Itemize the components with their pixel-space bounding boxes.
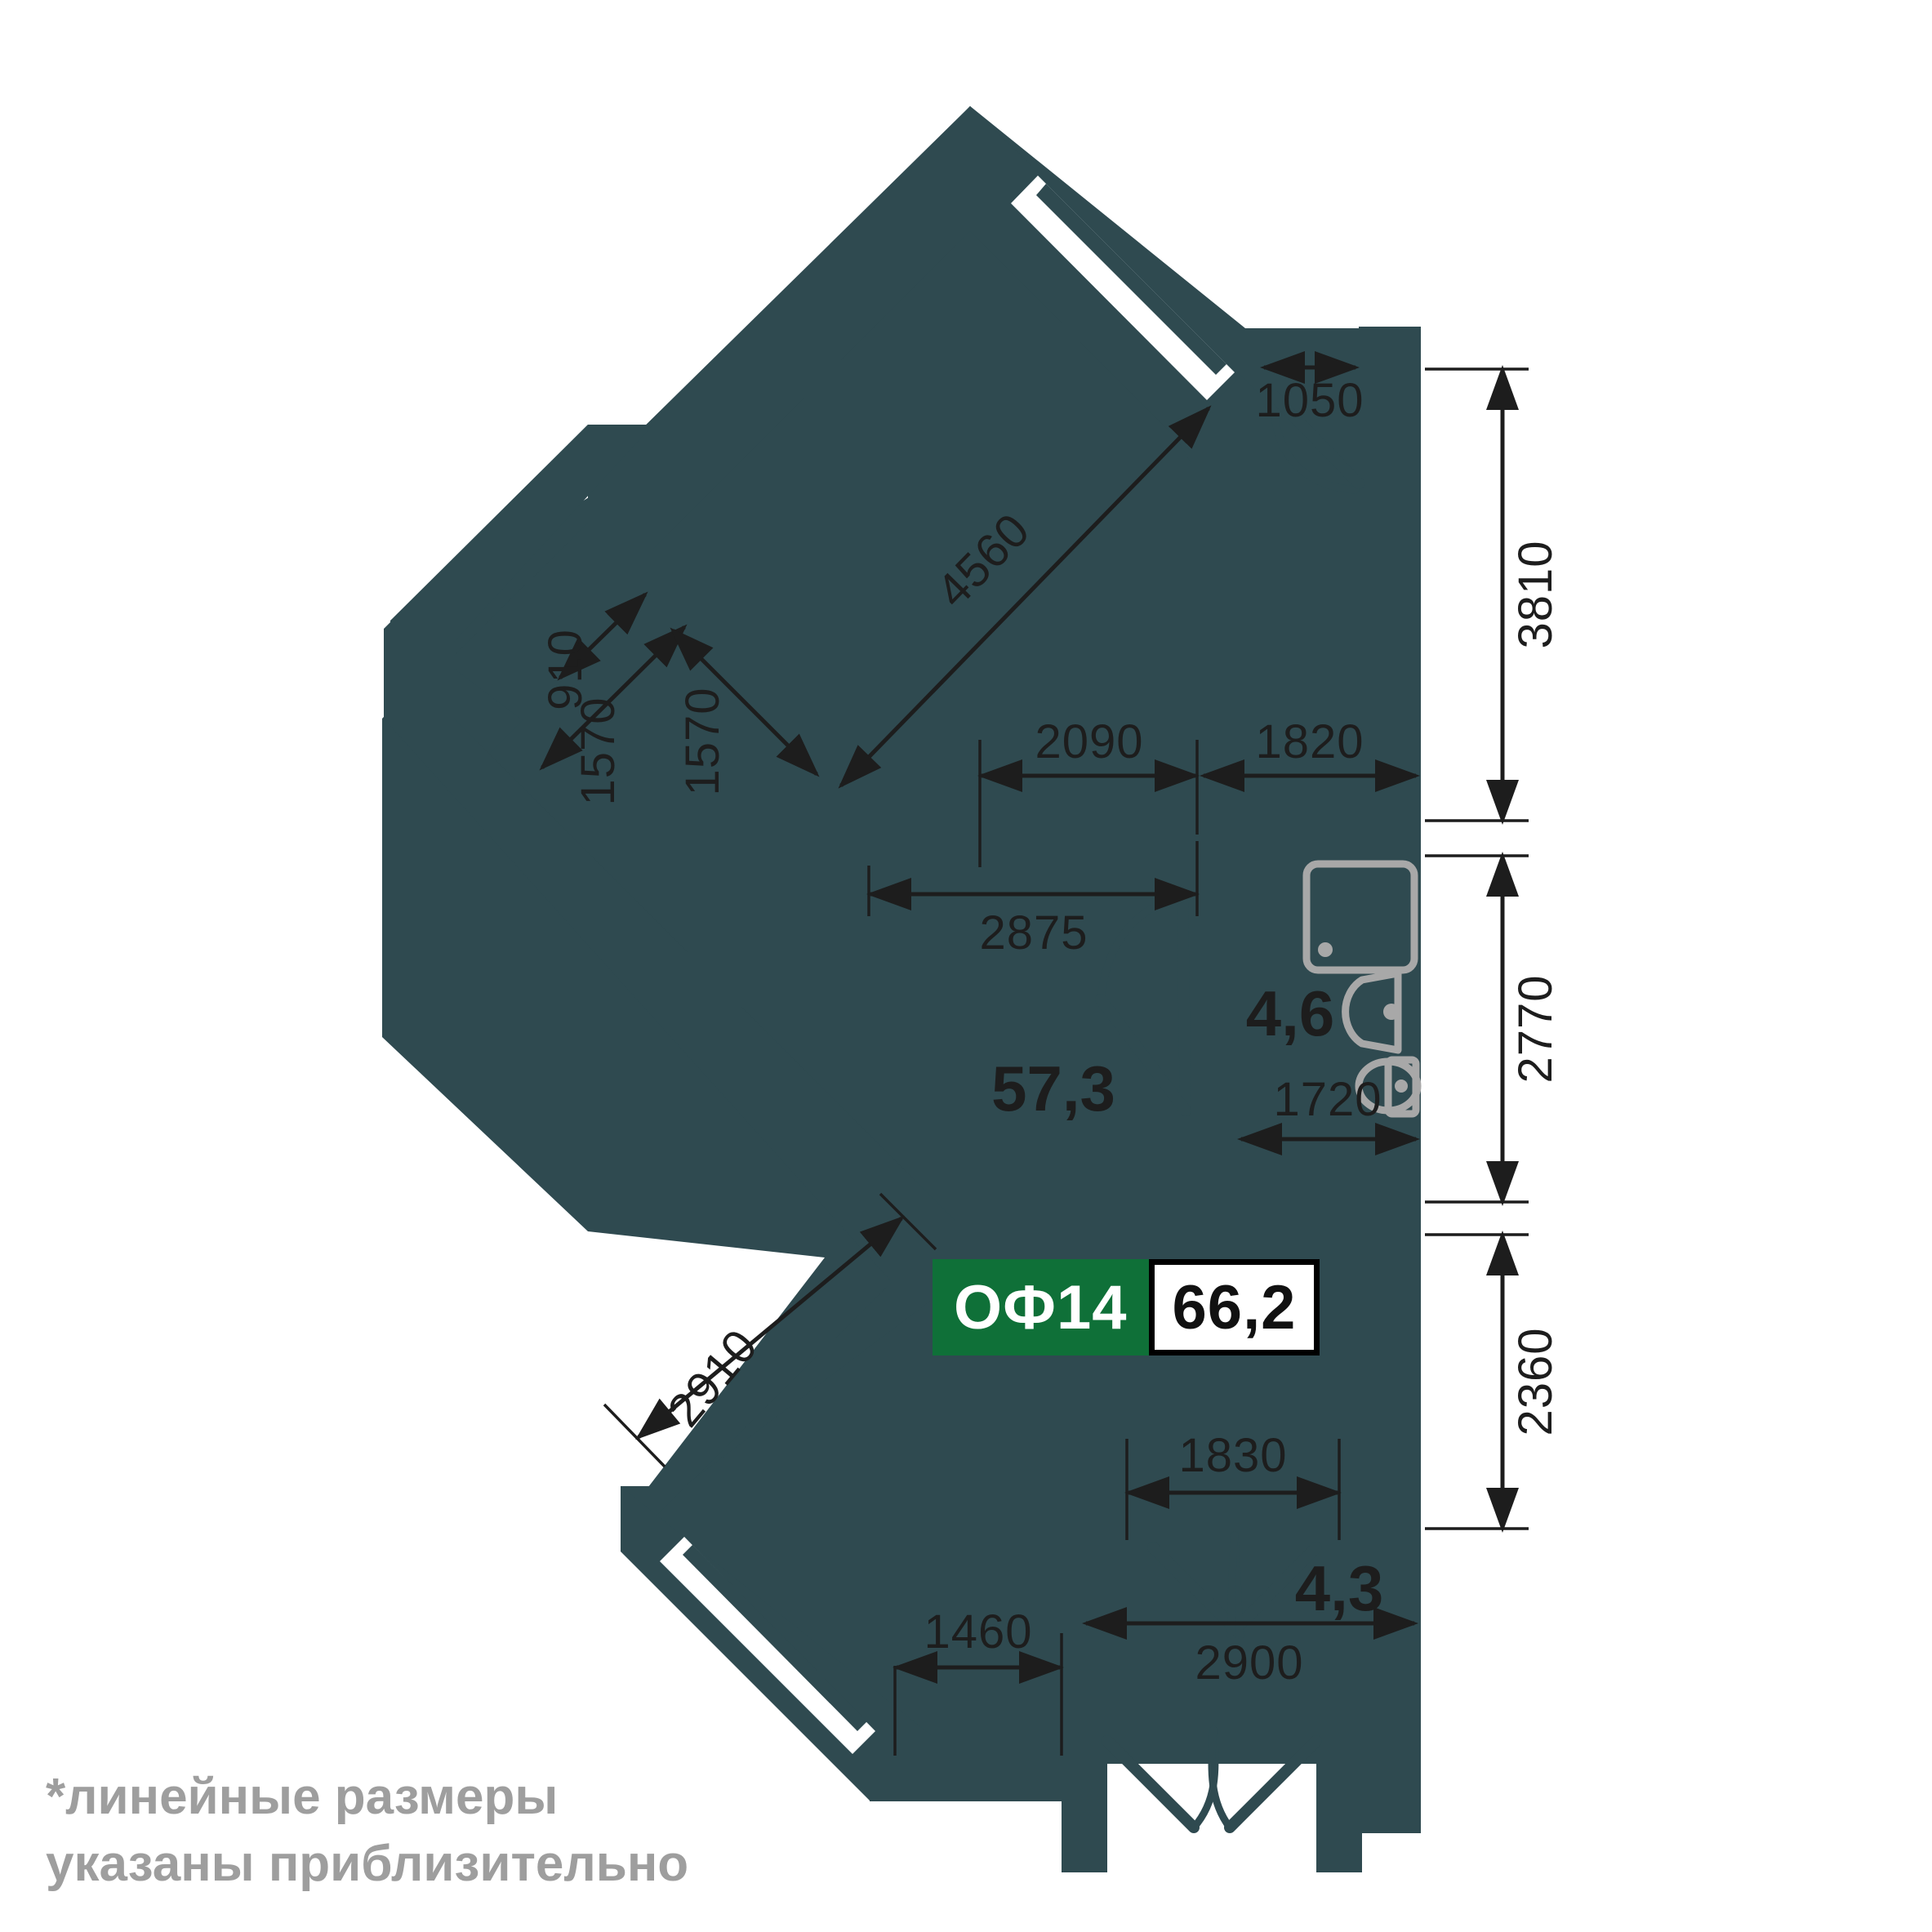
dimension-1720: 1720 [1237, 1073, 1420, 1155]
bathroom-area-label: 4,6 [1246, 977, 1334, 1049]
dimension-label: 1720 [1273, 1073, 1382, 1126]
dimension-label: 3810 [1509, 540, 1562, 648]
wall-structure [382, 106, 1418, 1829]
dimension-label: 1460 [924, 1605, 1032, 1658]
dimension-1820: 1820 [1200, 715, 1420, 792]
dimension-3810: 3810 [1425, 365, 1562, 825]
dimension-label: 1570 [572, 697, 625, 805]
unit-code-label: ОФ14 [933, 1259, 1149, 1356]
dimension-label: 2360 [1509, 1327, 1562, 1436]
dimension-label: 2090 [1035, 715, 1143, 768]
dimension-label: 2900 [1195, 1636, 1303, 1689]
unit-badge[interactable]: ОФ14 66,2 [933, 1259, 1320, 1356]
dimension-1570-a: 1570 [539, 624, 688, 806]
main-office-area-label: 57,3 [991, 1053, 1115, 1124]
dimension-1570-b: 1570 [670, 627, 820, 796]
vestibule-area-label: 4,3 [1295, 1552, 1383, 1624]
toilet-icon [1355, 1056, 1422, 1118]
unit-total-area-label: 66,2 [1148, 1259, 1320, 1356]
dimension-label: 2875 [979, 906, 1088, 959]
bathroom-fixtures [1302, 860, 1422, 1118]
dimension-2360: 2360 [1425, 1231, 1562, 1533]
shower-tray-icon [1302, 860, 1418, 974]
dimension-2875: 2875 [866, 841, 1200, 959]
wall-outline [384, 106, 1421, 1872]
dimension-label: 1820 [1255, 715, 1364, 768]
dimension-label: 1830 [1178, 1429, 1287, 1482]
dimension-1050: 1050 [1255, 351, 1364, 427]
dimension-label: 1050 [1255, 374, 1364, 427]
dimension-label: 1570 [676, 687, 729, 795]
sink-icon [1342, 969, 1402, 1054]
dimension-label: 2770 [1509, 974, 1562, 1083]
dimension-1830: 1830 [1124, 1429, 1342, 1540]
dimension-2770: 2770 [1425, 852, 1562, 1206]
dimension-2900: 2900 [1082, 1607, 1418, 1689]
dimension-2090: 2090 [977, 715, 1200, 867]
approximate-dimensions-footnote: *линейные размеры указаны приблизительно [46, 1769, 689, 1892]
dimension-1460: 1460 [893, 1605, 1064, 1756]
